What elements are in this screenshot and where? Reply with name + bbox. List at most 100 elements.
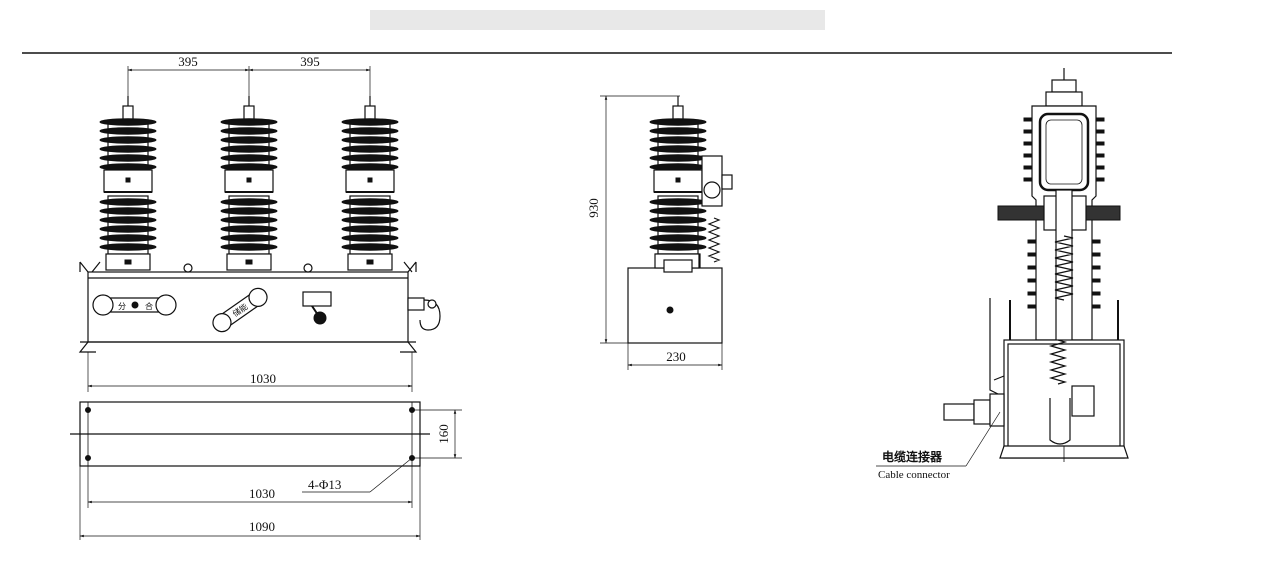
mounting-hole xyxy=(85,455,91,461)
dim-hole-spacing: 1030 xyxy=(249,486,275,501)
shed xyxy=(649,207,707,215)
cable-connector-body xyxy=(943,403,975,421)
spring xyxy=(707,217,721,263)
shed xyxy=(220,154,278,162)
shed xyxy=(220,145,278,153)
flange-mark xyxy=(367,177,373,183)
terminal-clamp xyxy=(1045,91,1083,107)
section-sheds xyxy=(1023,117,1105,309)
insulator-side xyxy=(649,96,707,271)
shed-right xyxy=(1091,239,1101,244)
shed xyxy=(220,198,278,206)
shed xyxy=(99,207,157,215)
charge-handle-knob xyxy=(248,287,268,307)
charge-handle-knob xyxy=(212,313,232,333)
insulator-phase-a xyxy=(99,96,157,271)
mounting-hole xyxy=(85,407,91,413)
base-mark xyxy=(124,259,132,265)
shed xyxy=(220,234,278,242)
dim-height: 930 xyxy=(586,198,601,218)
side-view: 930 230 xyxy=(586,95,733,370)
shed-core xyxy=(107,119,149,171)
terminal-nut xyxy=(364,105,376,121)
shed xyxy=(220,207,278,215)
shed-left xyxy=(1027,239,1037,244)
shed xyxy=(99,136,157,144)
shed xyxy=(341,243,399,251)
side-connector-bolt xyxy=(427,299,437,309)
shed xyxy=(220,127,278,135)
shed xyxy=(341,136,399,144)
shed-left xyxy=(1027,304,1037,309)
spring-coil xyxy=(1048,339,1068,385)
terminal-nut xyxy=(122,105,134,121)
shed xyxy=(220,136,278,144)
shed-core xyxy=(228,119,270,171)
connector-bracket xyxy=(989,298,1005,395)
dim-base-depth: 160 xyxy=(436,424,451,444)
lower-linkage xyxy=(1049,398,1071,445)
shed xyxy=(220,216,278,224)
handle-pivot xyxy=(131,301,139,309)
shed xyxy=(220,243,278,251)
terminal-nut xyxy=(672,105,684,121)
shed xyxy=(99,243,157,251)
shed-left xyxy=(1023,153,1033,158)
interrupter-inner xyxy=(1045,119,1083,185)
shed xyxy=(341,234,399,242)
insulator-phase-c xyxy=(341,96,399,271)
shed-core xyxy=(107,195,149,255)
shed-core xyxy=(349,119,391,171)
shed xyxy=(99,234,157,242)
dim-front-width: 1030 xyxy=(250,371,276,386)
terminal-nut xyxy=(243,105,255,121)
position-indicator xyxy=(302,291,332,307)
cable-connector-socket xyxy=(989,393,1005,427)
shed xyxy=(220,225,278,233)
cable-connector-label-en: Cable connector xyxy=(878,469,950,481)
mechanism-knob xyxy=(721,174,733,190)
upper-spring xyxy=(1054,235,1074,301)
insulating-rod xyxy=(1055,189,1073,351)
insulator-phase-b xyxy=(220,96,278,271)
shed-right xyxy=(1095,177,1105,182)
shed-left xyxy=(1023,165,1033,170)
shed-left xyxy=(1023,177,1033,182)
dim-side-depth: 230 xyxy=(666,349,686,364)
connector-leader xyxy=(965,411,1001,467)
mechanism-wheel xyxy=(703,181,721,199)
flange-mark xyxy=(125,177,131,183)
shed-right xyxy=(1095,141,1105,146)
shed-left xyxy=(1027,265,1037,270)
shed xyxy=(99,154,157,162)
shed-right xyxy=(1091,278,1101,283)
shed-right xyxy=(1091,304,1101,309)
front-view: 395 395 分 合 储能 xyxy=(78,54,441,392)
shed-left xyxy=(1023,141,1033,146)
shed-right xyxy=(1091,252,1101,257)
housing-bolt xyxy=(666,306,674,314)
lower-spring xyxy=(1048,339,1068,385)
dim-pitch-right: 395 xyxy=(300,54,320,69)
side-housing xyxy=(627,267,723,344)
shed-right xyxy=(1095,153,1105,158)
box-feet xyxy=(78,341,418,353)
shed-left xyxy=(1027,291,1037,296)
shed-core xyxy=(657,195,699,255)
shed xyxy=(649,216,707,224)
spring-coil xyxy=(707,217,721,263)
shed xyxy=(649,243,707,251)
flange-mark xyxy=(675,177,681,183)
dim-pitch-left: 395 xyxy=(178,54,198,69)
panel-open-label: 分 xyxy=(118,302,126,311)
manual-charge-handle: 储能 xyxy=(212,287,268,333)
shed xyxy=(99,127,157,135)
shed-right xyxy=(1095,165,1105,170)
lifting-eye xyxy=(303,263,313,273)
lifting-eye xyxy=(183,263,193,273)
handle-knob-right xyxy=(155,294,177,316)
spring-coil xyxy=(1054,235,1074,301)
cable-connector-flange xyxy=(973,399,991,425)
vacuum-interrupter xyxy=(1038,112,1090,192)
